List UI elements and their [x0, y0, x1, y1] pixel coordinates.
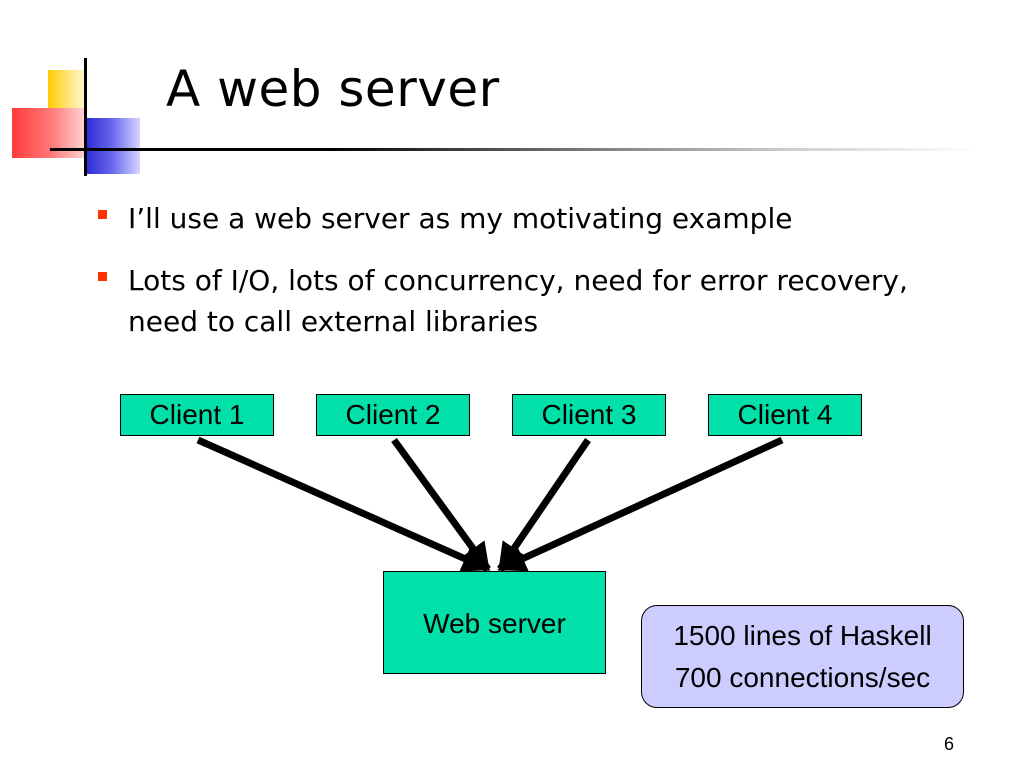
bullet-item: Lots of I/O, lots of concurrency, need f…	[98, 260, 978, 342]
stats-line-connections: 700 connections/sec	[674, 661, 931, 693]
slide-logo	[0, 0, 140, 180]
client-4-box: Client 4	[708, 394, 862, 436]
arrow-client-2	[391, 437, 491, 572]
logo-vertical-line	[84, 58, 87, 176]
slide-title: A web server	[166, 60, 500, 118]
logo-blue-square	[86, 118, 140, 174]
title-underline	[50, 148, 980, 151]
square-bullet-icon	[98, 272, 107, 281]
bullet-list: I’ll use a web server as my motivating e…	[98, 198, 978, 363]
arrow-client-1	[196, 436, 491, 573]
bullet-text: I’ll use a web server as my motivating e…	[128, 202, 793, 235]
bullet-item: I’ll use a web server as my motivating e…	[98, 198, 978, 239]
arrow-client-4	[497, 436, 784, 573]
square-bullet-icon	[98, 210, 107, 219]
web-server-box: Web server	[383, 571, 606, 674]
stats-note: 1500 lines of Haskell 700 connections/se…	[641, 605, 964, 708]
client-3-box: Client 3	[512, 394, 666, 436]
client-2-box: Client 2	[316, 394, 470, 436]
stats-line-lines-of-code: 1500 lines of Haskell	[673, 619, 932, 651]
client-1-box: Client 1	[120, 394, 274, 436]
page-number: 6	[944, 734, 955, 754]
bullet-text: Lots of I/O, lots of concurrency, need f…	[128, 264, 908, 338]
